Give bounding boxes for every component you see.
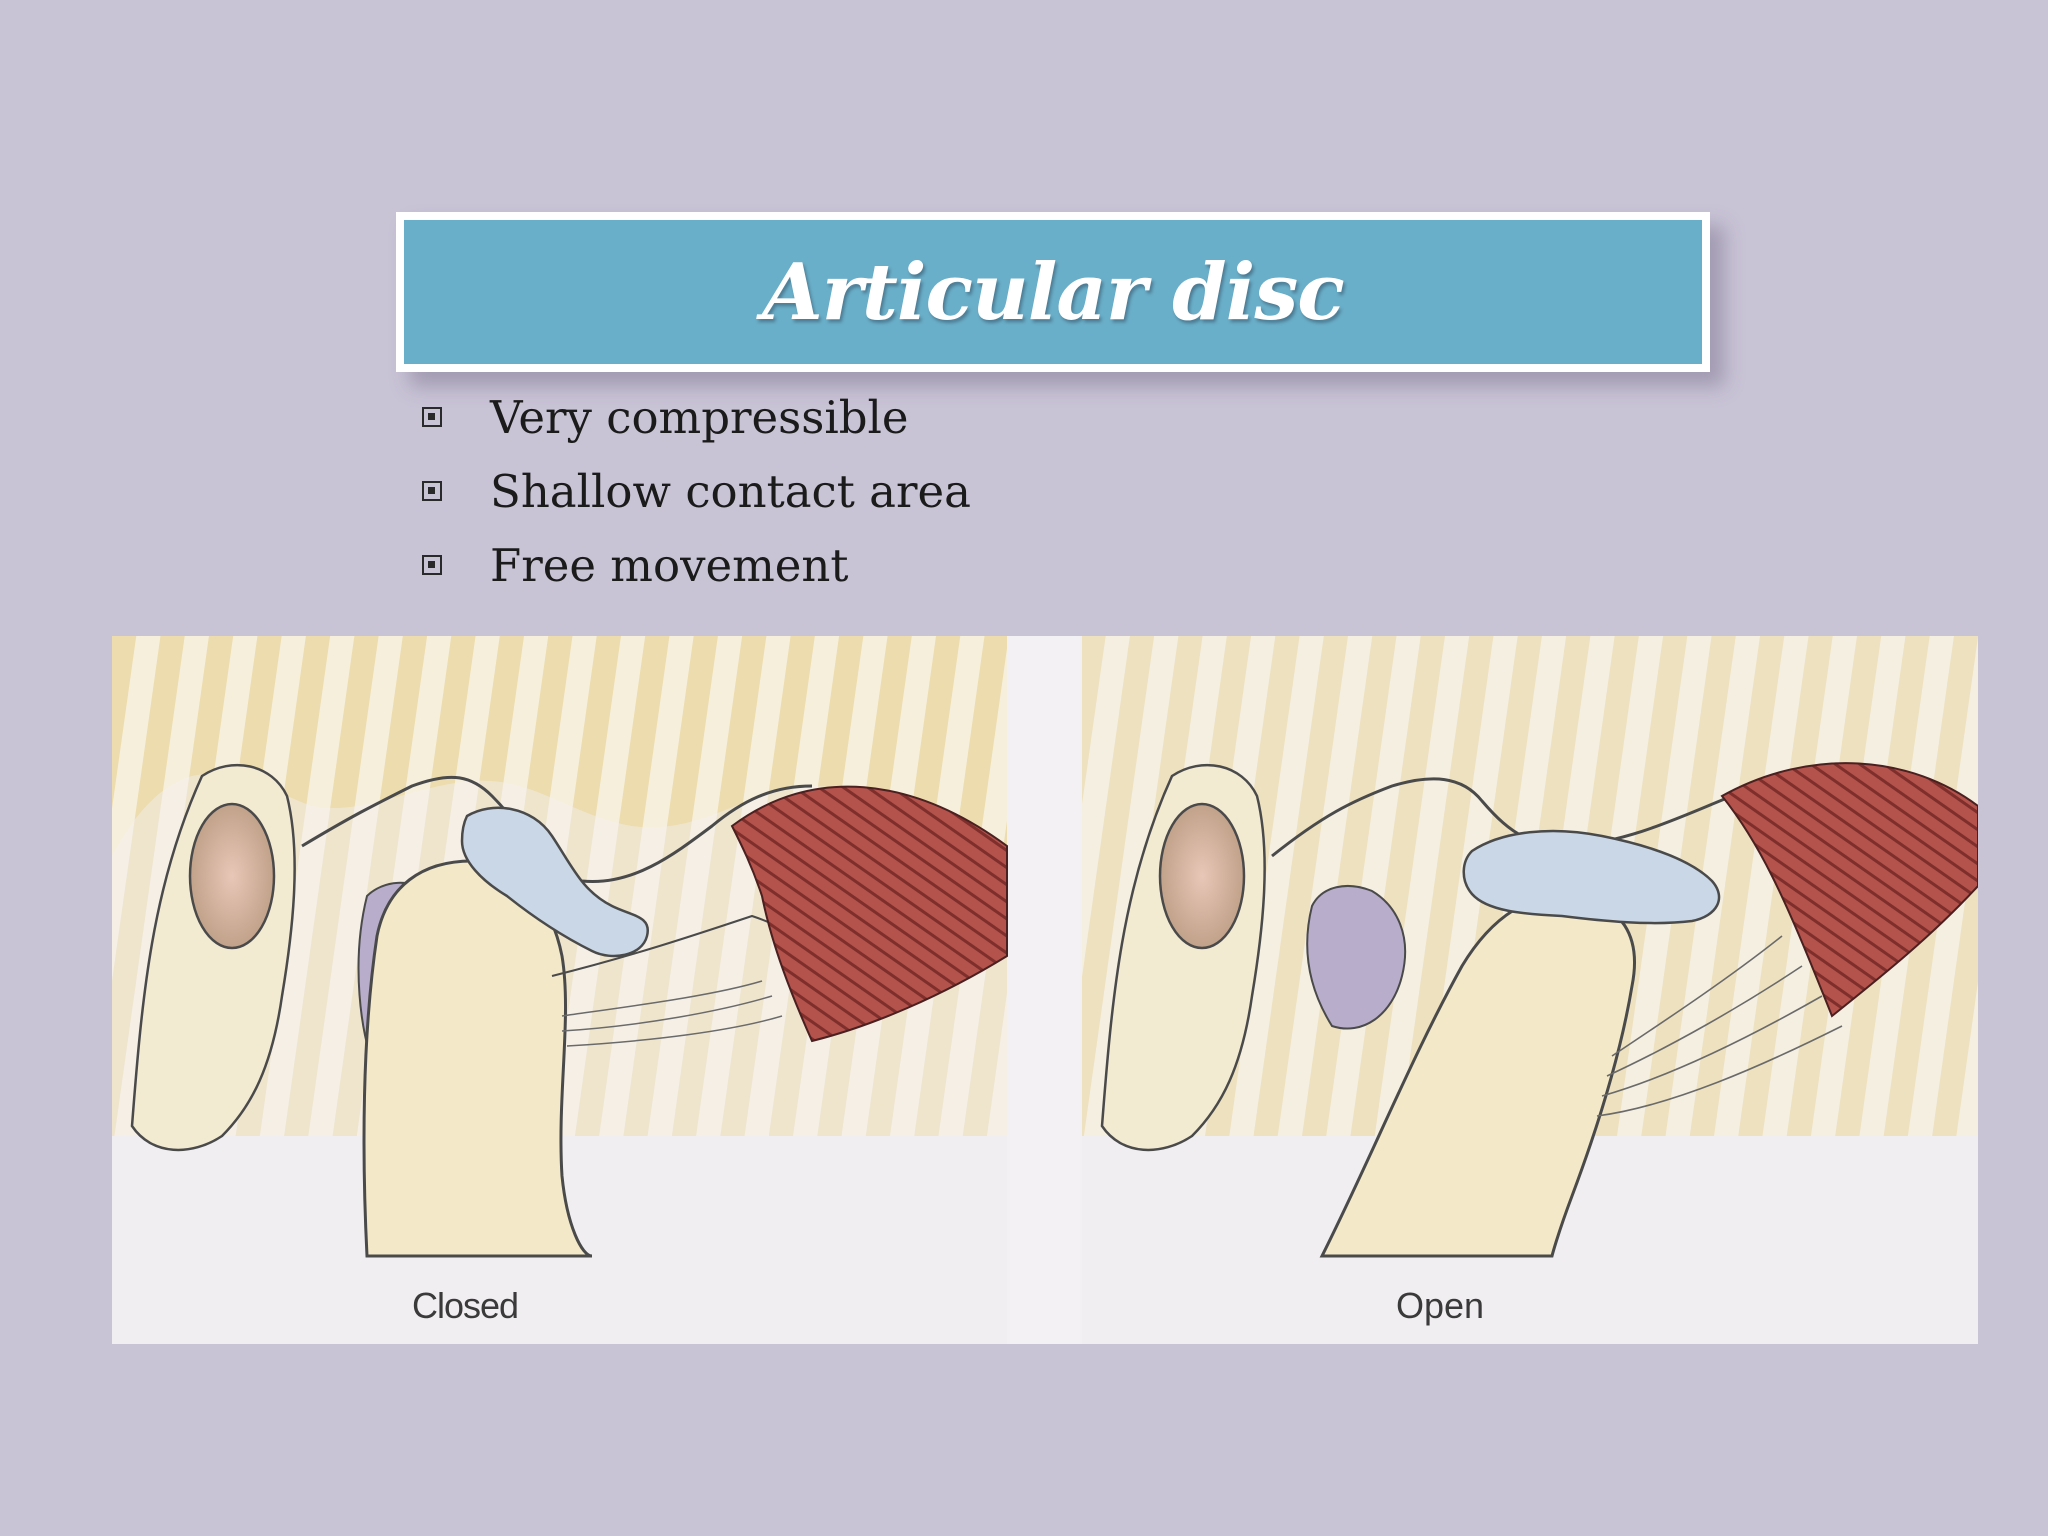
square-bullet-icon bbox=[422, 407, 442, 427]
open-joint-diagram: Open bbox=[1082, 636, 1978, 1344]
bullet-text: Shallow contact area bbox=[490, 464, 971, 518]
bullet-list: Very compressible Shallow contact area F… bbox=[418, 380, 971, 602]
closed-label: Closed bbox=[412, 1285, 518, 1326]
title-banner: Articular disc bbox=[396, 212, 1710, 372]
open-label: Open bbox=[1396, 1285, 1484, 1326]
tmj-illustration: Closed bbox=[112, 636, 1978, 1344]
closed-joint-diagram: Closed bbox=[112, 636, 1008, 1344]
bullet-text: Free movement bbox=[490, 538, 849, 592]
bullet-item: Very compressible bbox=[418, 380, 971, 454]
bullet-item: Shallow contact area bbox=[418, 454, 971, 528]
slide-title: Articular disc bbox=[762, 246, 1344, 338]
bullet-item: Free movement bbox=[418, 528, 971, 602]
square-bullet-icon bbox=[422, 481, 442, 501]
bullet-text: Very compressible bbox=[490, 390, 909, 444]
square-bullet-icon bbox=[422, 555, 442, 575]
